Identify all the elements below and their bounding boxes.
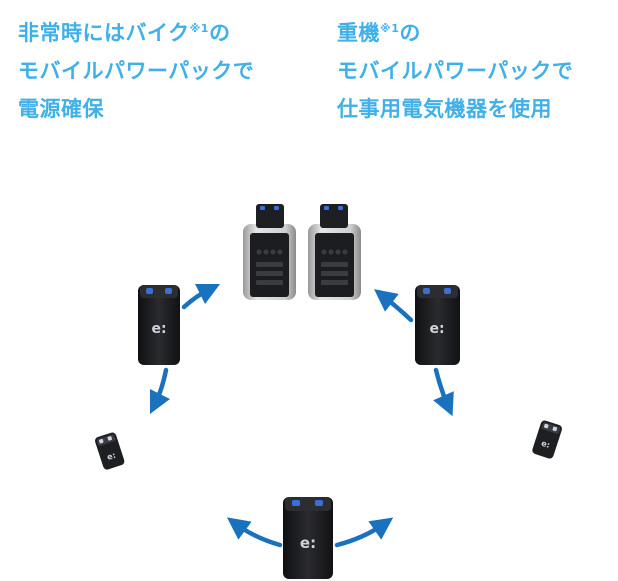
arrow-up-left-icon <box>181 283 221 310</box>
caption-line: モバイルパワーパックで <box>337 59 574 83</box>
svg-text:e:: e: <box>106 451 117 462</box>
power-pack-right: e: <box>415 285 460 365</box>
caption-text: の <box>399 21 421 45</box>
arrow-down-left-icon <box>149 367 171 415</box>
pack-logo-icon: e: <box>300 534 316 552</box>
caption-line: モバイルパワーパックで <box>18 59 255 83</box>
caption-text: 重機 <box>337 21 380 45</box>
arrow-bottom-right-icon <box>334 517 394 548</box>
svg-text:e:: e: <box>540 439 551 450</box>
arrow-down-right-icon <box>433 367 454 417</box>
generator-left <box>243 204 296 300</box>
power-pack-bottom: e: <box>283 497 333 579</box>
power-pack-left: e: <box>138 285 180 365</box>
machinery-key-fob: e: <box>532 420 562 459</box>
footnote-mark: ※1 <box>189 22 209 35</box>
caption-motorcycle-power: 非常時にはバイク※1の モバイルパワーパックで 電源確保 <box>18 14 254 128</box>
arrow-bottom-left-icon <box>226 517 283 548</box>
pack-logo-icon: e: <box>429 321 444 337</box>
caption-line: 非常時にはバイク※1の <box>18 14 254 52</box>
generator-right <box>308 204 361 300</box>
pack-logo-icon: e: <box>151 321 166 337</box>
caption-line: 電源確保 <box>18 97 104 121</box>
caption-heavy-machinery: 重機※1の モバイルパワーパックで 仕事用電気機器を使用 <box>337 14 573 128</box>
footnote-mark: ※1 <box>380 22 400 35</box>
arrow-up-right-icon <box>374 289 414 323</box>
caption-text: 非常時にはバイク <box>18 21 190 45</box>
caption-text: の <box>208 21 231 45</box>
motorcycle-key-fob: e: <box>95 432 125 470</box>
caption-line: 仕事用電気機器を使用 <box>337 97 552 121</box>
caption-line: 重機※1の <box>337 14 573 52</box>
